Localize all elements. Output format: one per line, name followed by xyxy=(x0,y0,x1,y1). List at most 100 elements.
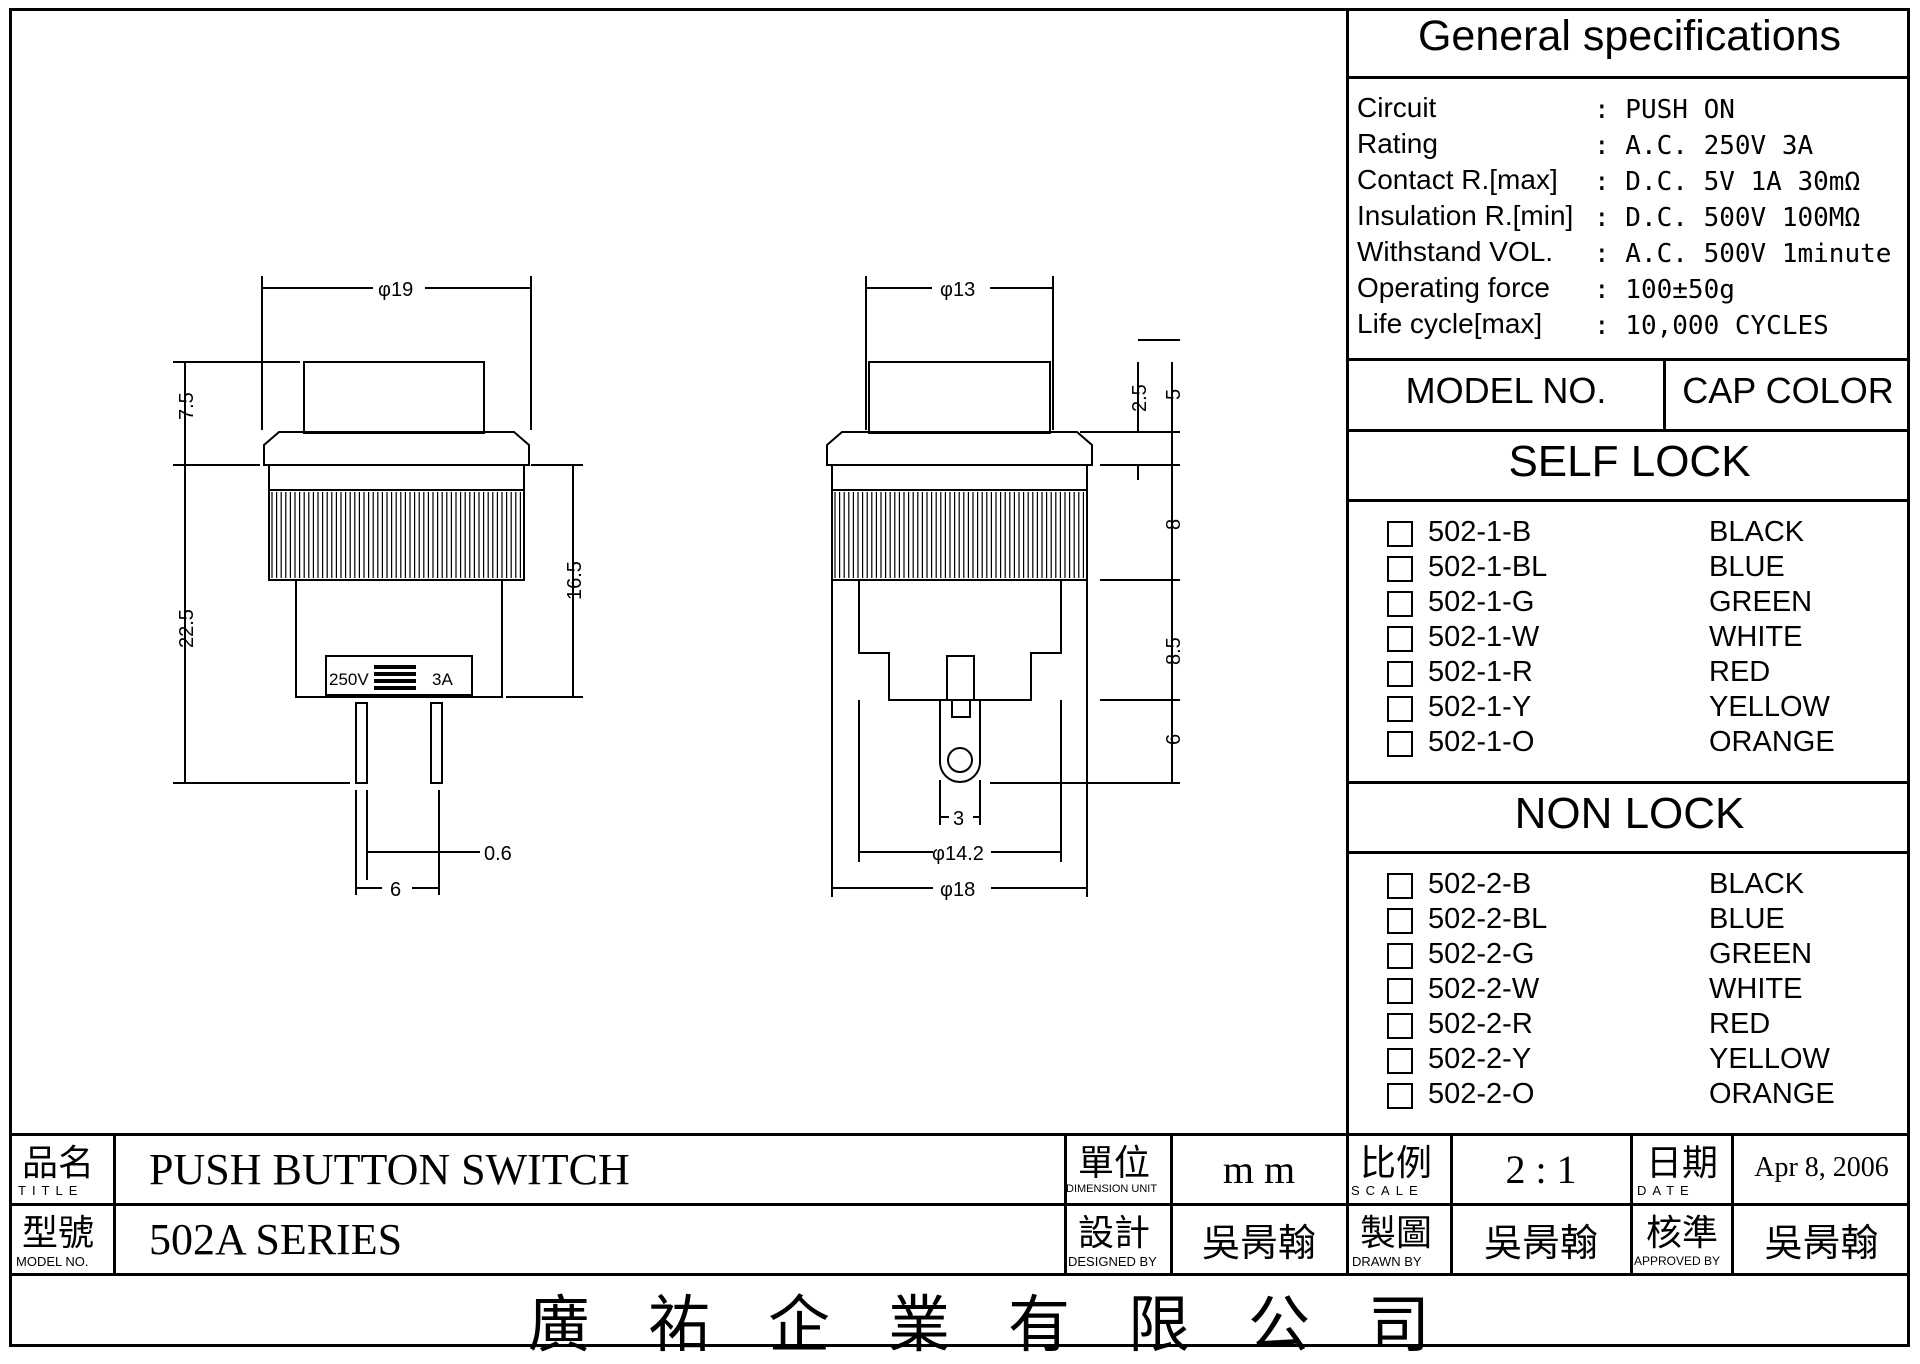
model-number: 502-1-R xyxy=(1428,656,1533,688)
line xyxy=(1346,358,1910,361)
model-checkbox[interactable] xyxy=(1387,556,1413,582)
model-checkbox[interactable] xyxy=(1387,521,1413,547)
dim-diameter-19: φ19 xyxy=(378,279,413,301)
label-current: 3A xyxy=(432,670,453,689)
cap-color: ORANGE xyxy=(1709,1078,1835,1110)
dim-diameter-14-2: φ14.2 xyxy=(932,843,984,865)
model-checkbox[interactable] xyxy=(1387,591,1413,617)
spec-label: Insulation R.[min] xyxy=(1357,200,1574,231)
unit-en-label: DIMENSION UNIT xyxy=(1066,1183,1158,1195)
approved-cn-label: 核準 xyxy=(1646,1213,1719,1254)
cap-color: BLUE xyxy=(1709,903,1785,935)
dim-height-22-5: 22.5 xyxy=(176,609,198,648)
cap-color: RED xyxy=(1709,1008,1771,1040)
line xyxy=(1346,429,1910,432)
model-checkbox[interactable] xyxy=(1387,943,1413,969)
dim-2-5: 2.5 xyxy=(1129,384,1151,412)
cap-color: WHITE xyxy=(1709,973,1803,1005)
spec-value: : PUSH ON xyxy=(1594,95,1735,125)
designed-cn-label: 設計 xyxy=(1078,1213,1151,1254)
scale-en-label: SCALE xyxy=(1351,1183,1424,1198)
cap-color: BLACK xyxy=(1709,868,1805,900)
model-number: 502-1-G xyxy=(1428,586,1535,618)
model-number: 502-1-O xyxy=(1428,726,1535,758)
line xyxy=(113,1133,116,1275)
model-number: 502-1-B xyxy=(1428,516,1532,548)
self-lock-title: SELF LOCK xyxy=(1508,437,1751,486)
cap-color: YELLOW xyxy=(1709,691,1830,723)
model-number: 502-2-B xyxy=(1428,868,1532,900)
model-no-header: MODEL NO. xyxy=(1405,370,1607,411)
model-checkbox[interactable] xyxy=(1387,1083,1413,1109)
model-number: 502-2-G xyxy=(1428,938,1535,970)
front-view xyxy=(173,276,583,895)
spec-value: : A.C. 500V 1minute xyxy=(1594,239,1892,269)
scale-cn-label: 比例 xyxy=(1360,1143,1433,1184)
model-checkbox[interactable] xyxy=(1387,908,1413,934)
line xyxy=(1346,76,1910,79)
spec-label: Contact R.[max] xyxy=(1357,164,1558,195)
model-number: 502-2-R xyxy=(1428,1008,1533,1040)
drawn-en-label: DRAWN BY xyxy=(1352,1254,1422,1269)
model-checkbox[interactable] xyxy=(1387,978,1413,1004)
model-checkbox[interactable] xyxy=(1387,1013,1413,1039)
line xyxy=(1170,1133,1173,1275)
spec-label: Rating xyxy=(1357,128,1438,159)
model-checkbox[interactable] xyxy=(1387,1048,1413,1074)
spec-panel-divider xyxy=(1346,8,1349,1136)
approved-value: 吳昺翰 xyxy=(1764,1221,1879,1265)
date-value: Apr 8, 2006 xyxy=(1754,1152,1889,1183)
dim-8-5: 8.5 xyxy=(1163,637,1185,665)
drawn-cn-label: 製圖 xyxy=(1360,1213,1433,1254)
cap-color: BLUE xyxy=(1709,551,1785,583)
model-checkbox[interactable] xyxy=(1387,661,1413,687)
side-view xyxy=(826,276,1180,897)
line xyxy=(1663,358,1666,430)
dim-terminal-width: 3 xyxy=(953,808,964,830)
switch-drawing: φ19 φ13 6 0.6 3 φ14.2 φ18 250V 3A 7.5 22… xyxy=(173,276,1185,901)
model-number: 502-1-W xyxy=(1428,621,1540,653)
line xyxy=(1731,1133,1734,1275)
line xyxy=(1346,1133,1349,1275)
model-checkbox[interactable] xyxy=(1387,626,1413,652)
spec-value: : A.C. 250V 3A xyxy=(1594,131,1814,161)
model-checkbox[interactable] xyxy=(1387,696,1413,722)
spec-label: Life cycle[max] xyxy=(1357,308,1543,339)
date-cn-label: 日期 xyxy=(1646,1143,1719,1184)
line xyxy=(1064,1133,1067,1275)
title-value: PUSH BUTTON SWITCH xyxy=(149,1145,630,1194)
model-en-label: MODEL NO. xyxy=(16,1254,89,1269)
company-name: 廣祐企業有限公司 xyxy=(528,1288,1489,1361)
line xyxy=(9,1273,1910,1276)
line xyxy=(1450,1133,1453,1275)
model-cn-label: 型號 xyxy=(22,1213,95,1254)
line xyxy=(1346,781,1910,784)
dim-8: 8 xyxy=(1163,519,1185,530)
spec-value: : D.C. 5V 1A 30mΩ xyxy=(1594,167,1861,197)
dim-diameter-13: φ13 xyxy=(940,279,975,301)
model-number: 502-2-BL xyxy=(1428,903,1548,935)
cap-color: BLACK xyxy=(1709,516,1805,548)
model-checkbox[interactable] xyxy=(1387,873,1413,899)
spec-label: Withstand VOL. xyxy=(1357,236,1554,267)
spec-label: Operating force xyxy=(1357,272,1550,303)
spec-title: General specifications xyxy=(1417,12,1842,60)
model-number: 502-2-O xyxy=(1428,1078,1535,1110)
title-cn-label: 品名 xyxy=(22,1143,95,1184)
spec-value: : 10,000 CYCLES xyxy=(1594,311,1829,341)
designed-en-label: DESIGNED BY xyxy=(1068,1254,1157,1269)
dim-height-7-5: 7.5 xyxy=(176,392,198,420)
dim-height-16-5: 16.5 xyxy=(564,561,586,600)
title-en-label: TITLE xyxy=(18,1183,84,1198)
cap-color: WHITE xyxy=(1709,621,1803,653)
unit-value: m m xyxy=(1222,1147,1296,1192)
line xyxy=(9,1133,1910,1136)
model-checkbox[interactable] xyxy=(1387,731,1413,757)
approved-en-label: APPROVED BY xyxy=(1634,1254,1721,1268)
dim-pin-pitch: 6 xyxy=(390,879,401,901)
cap-color: GREEN xyxy=(1709,938,1813,970)
model-value: 502A SERIES xyxy=(149,1215,403,1264)
spec-value: : D.C. 500V 100MΩ xyxy=(1594,203,1861,233)
cap-color: RED xyxy=(1709,656,1771,688)
model-number: 502-2-W xyxy=(1428,973,1540,1005)
